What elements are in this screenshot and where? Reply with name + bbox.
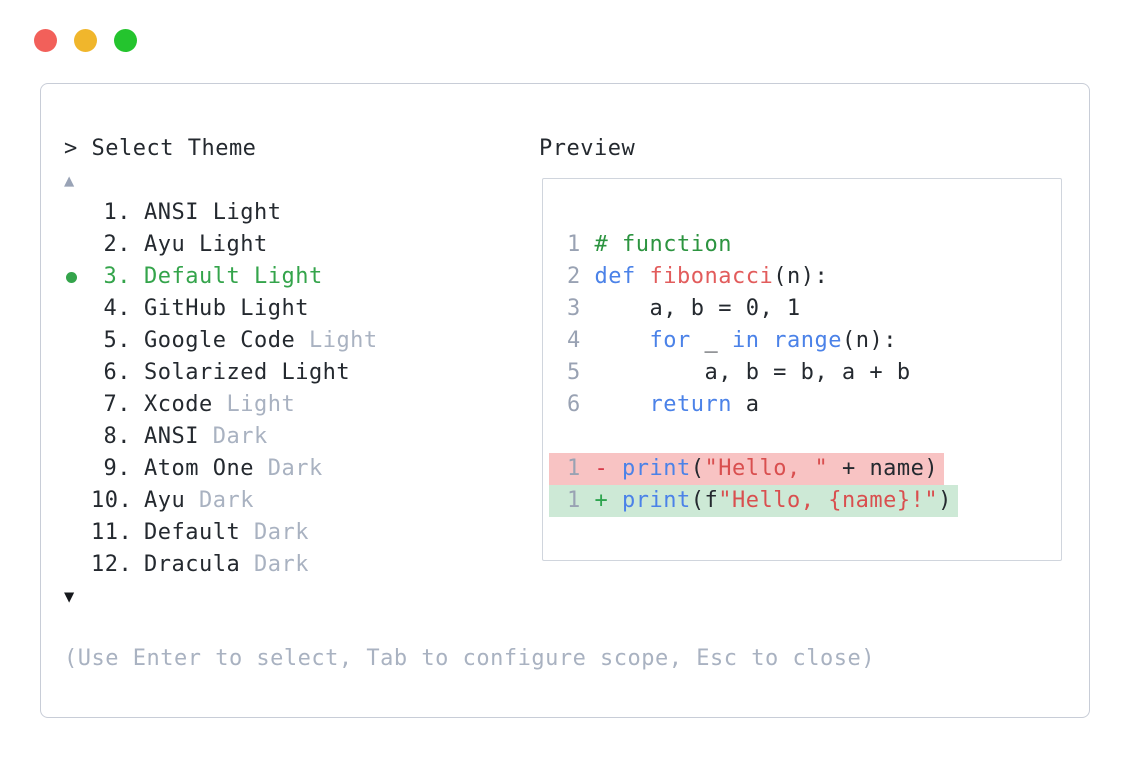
scroll-down-indicator-icon[interactable]: ▼ [64,587,75,607]
code-line: 6 return a [567,392,760,417]
theme-item-number: 6. [103,360,131,385]
selected-bullet [64,261,91,293]
theme-item-label: Atom One Dark [144,456,323,481]
theme-item-number: 3. [103,264,131,289]
theme-list-item[interactable]: 11. Default Dark [64,517,378,549]
theme-list-item[interactable]: 3. Default Light [64,261,378,293]
theme-list-item[interactable]: 10. Ayu Dark [64,485,378,517]
theme-item-number: 9. [103,456,131,481]
theme-item-number: 4. [103,296,131,321]
window-controls [34,29,137,52]
bullet-spacer [64,293,91,325]
theme-item-number: 8. [103,424,131,449]
theme-item-label: Default Dark [144,520,309,545]
bullet-spacer [64,325,91,357]
theme-item-label: Dracula Dark [144,552,309,577]
theme-list-item[interactable]: 12. Dracula Dark [64,549,378,581]
theme-list-item[interactable]: 1. ANSI Light [64,197,378,229]
code-line: 3 a, b = 0, 1 [567,296,801,321]
theme-item-label: Google Code Light [144,328,378,353]
theme-list-item[interactable]: 7. Xcode Light [64,389,378,421]
theme-item-label: GitHub Light [144,296,309,321]
theme-item-label: Ayu Light [144,232,268,257]
bullet-spacer [64,549,91,581]
theme-list-item[interactable]: 8. ANSI Dark [64,421,378,453]
bullet-spacer [64,229,91,261]
zoom-button[interactable] [114,29,137,52]
keyboard-hint: (Use Enter to select, Tab to configure s… [64,646,875,671]
theme-item-label: Ayu Dark [144,488,254,513]
bullet-spacer [64,453,91,485]
code-line: 5 a, b = b, a + b [567,360,911,385]
diff-added-line: 1 + print(f"Hello, {name}!") [549,485,958,517]
theme-item-label: Solarized Light [144,360,351,385]
close-button[interactable] [34,29,57,52]
theme-list-item[interactable]: 4. GitHub Light [64,293,378,325]
bullet-spacer [64,517,91,549]
theme-item-label: ANSI Dark [144,424,268,449]
theme-item-label: Xcode Light [144,392,296,417]
bullet-spacer [64,485,91,517]
code-line: 2 def fibonacci(n): [567,264,829,289]
scroll-up-indicator-icon[interactable]: ▲ [64,171,75,191]
code-line [567,421,958,453]
theme-item-number: 1. [103,200,131,225]
bullet-spacer [64,197,91,229]
theme-item-number: 10. [91,488,133,513]
bullet-spacer [64,389,91,421]
theme-item-number: 5. [103,328,131,353]
theme-list-item[interactable]: 5. Google Code Light [64,325,378,357]
theme-item-number: 12. [91,552,133,577]
palette-title: > Select Theme [64,136,257,161]
selected-dot-icon [66,271,77,283]
preview-title: Preview [539,136,636,161]
minimize-button[interactable] [74,29,97,52]
diff-removed-line: 1 - print("Hello, " + name) [549,453,945,485]
code-line: 4 for _ in range(n): [567,328,897,353]
theme-list: 1. ANSI Light 2. Ayu Light 3. Default Light 4.… [64,197,378,581]
theme-item-number: 2. [103,232,131,257]
theme-picker-panel: > Select Theme ▲ 1. ANSI Light 2. Ayu Light… [40,83,1090,718]
theme-list-item[interactable]: 9. Atom One Dark [64,453,378,485]
bullet-spacer [64,421,91,453]
code-line: 1 # function [567,232,732,257]
code-preview: 1 # function 2 def fibonacci(n): 3 a, b = … [549,229,958,517]
preview-pane: 1 # function 2 def fibonacci(n): 3 a, b = … [542,178,1062,561]
theme-item-label: ANSI Light [144,200,282,225]
bullet-spacer [64,357,91,389]
theme-list-item[interactable]: 6. Solarized Light [64,357,378,389]
theme-item-number: 7. [103,392,131,417]
theme-item-number: 11. [91,520,133,545]
theme-item-label: Default Light [144,264,323,289]
theme-list-item[interactable]: 2. Ayu Light [64,229,378,261]
